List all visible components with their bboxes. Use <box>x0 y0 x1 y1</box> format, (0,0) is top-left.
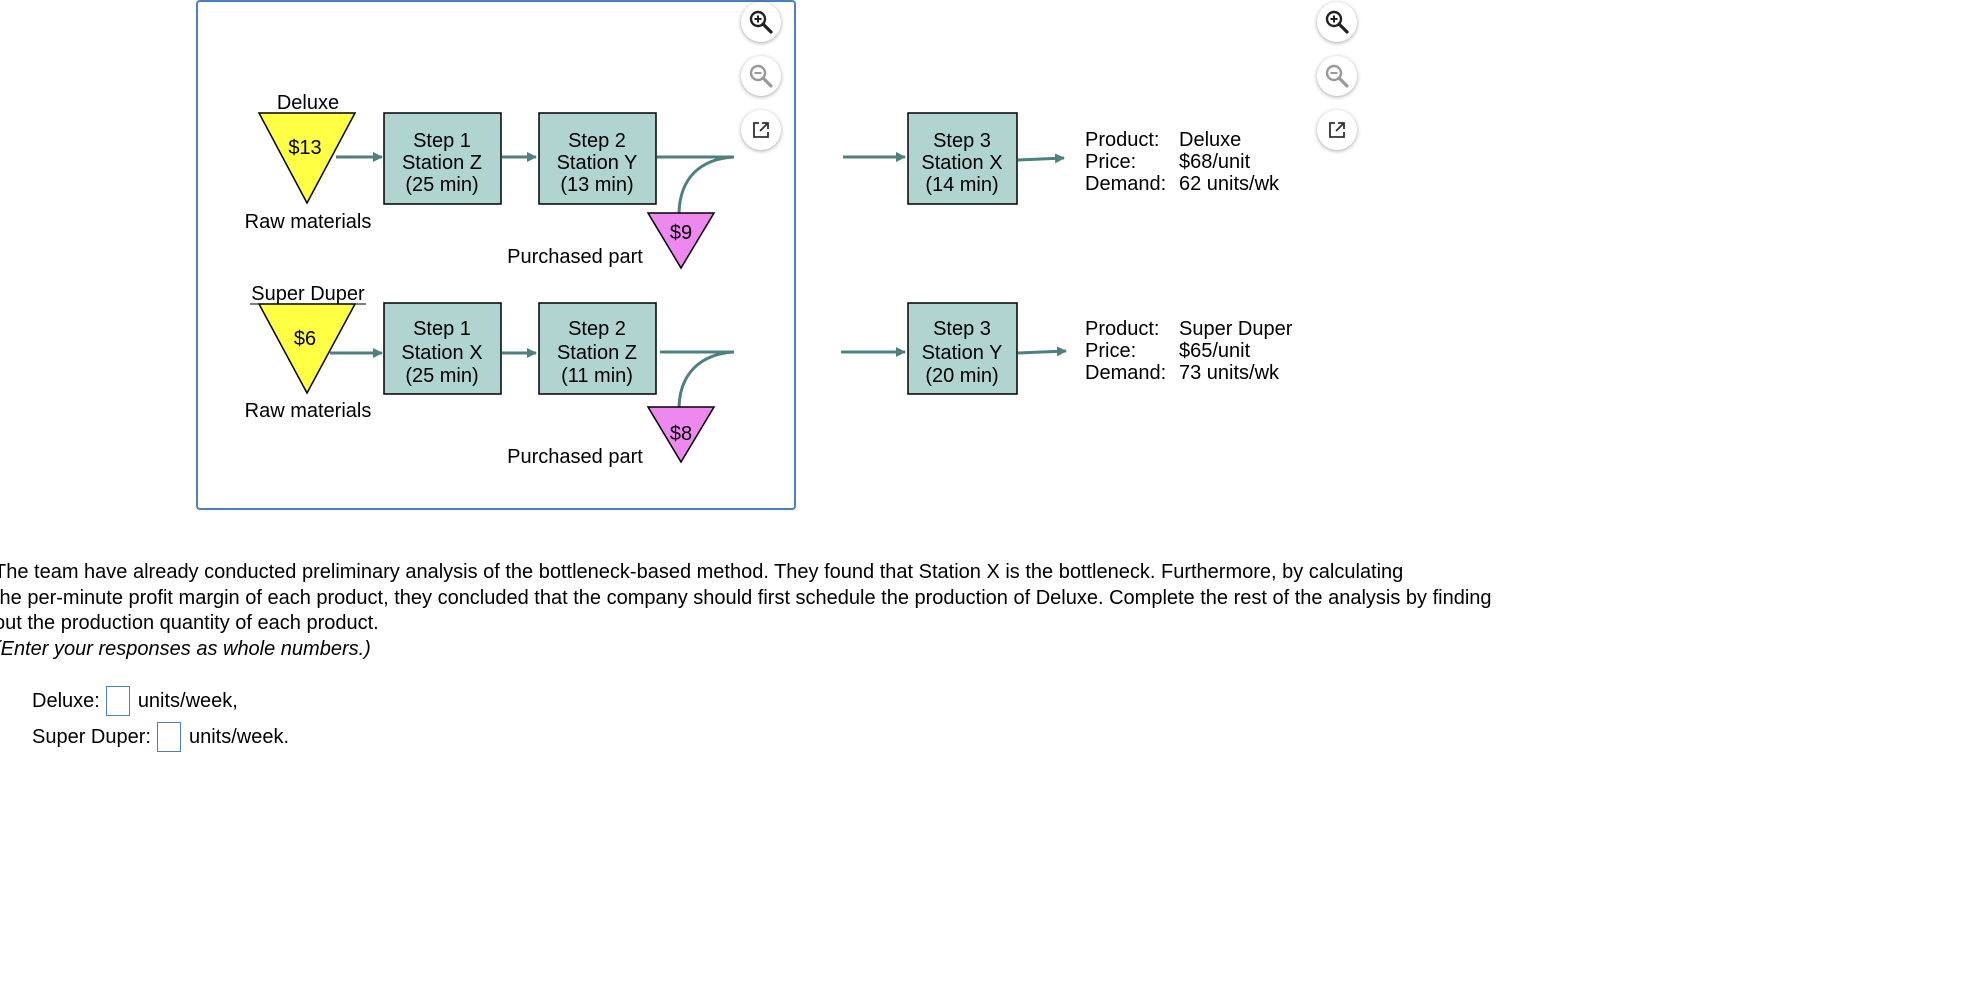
zoom-in-icon <box>1325 10 1349 34</box>
superduper-step2-line2: Station Z <box>557 342 637 364</box>
deluxe-answer-unit: units/week, <box>137 689 238 712</box>
product-label: Product: <box>1085 129 1160 151</box>
deluxe-raw-cost: $13 <box>288 137 321 159</box>
price-value: $65/unit <box>1179 340 1251 362</box>
deluxe-step3-line1: Step 3 <box>933 130 991 152</box>
superduper-step3-line1: Step 3 <box>933 318 991 340</box>
superduper-product-name: Super Duper <box>251 283 365 305</box>
zoom-out-button-2[interactable] <box>1317 56 1357 96</box>
product-label: Product: <box>1085 318 1160 340</box>
superduper-raw-label: Raw materials <box>245 400 372 422</box>
superduper-step3-box <box>907 302 1018 395</box>
deluxe-part-cost: $9 <box>670 222 692 244</box>
superduper-step2-line1: Step 2 <box>568 318 626 340</box>
superduper-answer-label: Super Duper: <box>32 725 151 748</box>
deluxe-answer-label: Deluxe: <box>32 689 100 712</box>
question-line-1: The team have already conducted prelimin… <box>0 561 1404 583</box>
deluxe-step1-line2: Station Z <box>402 152 482 174</box>
deluxe-raw-label: Raw materials <box>245 211 372 233</box>
zoom-out-button[interactable] <box>741 56 781 96</box>
deluxe-answer-input[interactable] <box>105 686 130 716</box>
zoom-out-icon <box>749 64 773 88</box>
zoom-out-icon <box>1325 64 1349 88</box>
deluxe-product-name: Deluxe <box>277 92 339 114</box>
deluxe-step3-line3: (14 min) <box>925 174 998 196</box>
open-external-button-2[interactable] <box>1317 110 1357 150</box>
answer-row-superduper: Super Duper: units/week. <box>32 719 289 755</box>
product-value: Deluxe <box>1179 129 1242 151</box>
answer-section: Deluxe: units/week, Super Duper: units/w… <box>32 683 289 755</box>
deluxe-step3-box <box>907 112 1018 205</box>
open-external-button[interactable] <box>741 110 781 150</box>
superduper-step3-line3: (20 min) <box>925 365 998 387</box>
deluxe-step1-line1: Step 1 <box>413 130 471 152</box>
price-label: Price: <box>1085 340 1137 362</box>
superduper-step2-line3: (11 min) <box>561 365 633 387</box>
deluxe-merge-connector <box>657 155 735 214</box>
deluxe-step2-line1: Step 2 <box>568 130 626 152</box>
question-line-3: out the production quantity of each prod… <box>0 612 379 634</box>
superduper-part-label: Purchased part <box>507 446 643 468</box>
open-external-icon <box>1329 122 1345 138</box>
superduper-step2-box <box>538 302 657 395</box>
superduper-answer-input[interactable] <box>156 722 181 752</box>
deluxe-step2-line2: Station Y <box>557 152 638 174</box>
deluxe-arrow-to-output <box>1017 153 1065 164</box>
superduper-step3-line2: Station Y <box>922 342 1003 364</box>
process-flow-diagram: Deluxe $13 Raw materials Step 1 Station … <box>245 92 1067 468</box>
zoom-in-button[interactable] <box>741 2 781 42</box>
demand-value: 62 units/wk <box>1179 173 1280 195</box>
deluxe-step3-line2: Station X <box>921 152 1002 174</box>
superduper-raw-cost: $6 <box>294 328 316 350</box>
superduper-step1-line2: Station X <box>401 342 482 364</box>
deluxe-raw-material-triangle <box>257 112 357 205</box>
superduper-step1-box <box>383 302 502 395</box>
deluxe-purchased-part-triangle <box>646 212 716 270</box>
zoom-in-button-2[interactable] <box>1317 2 1357 42</box>
price-label: Price: <box>1085 151 1137 173</box>
deluxe-step2-line3: (13 min) <box>560 174 633 196</box>
superduper-raw-material-triangle <box>257 303 357 395</box>
superduper-answer-unit: units/week. <box>188 725 290 748</box>
deluxe-step1-line3: (25 min) <box>405 174 478 196</box>
question-hint: (Enter your responses as whole numbers.) <box>0 637 371 660</box>
demand-value: 73 units/wk <box>1179 362 1280 384</box>
superduper-step1-line3: (25 min) <box>405 365 478 387</box>
superduper-arrow-to-output <box>1017 346 1067 357</box>
open-external-icon <box>753 122 769 138</box>
question-line-2: the per-minute profit margin of each pro… <box>0 586 1492 609</box>
deluxe-part-label: Purchased part <box>507 246 643 268</box>
demand-label: Demand: <box>1085 362 1167 384</box>
superduper-purchased-part-triangle <box>646 406 716 464</box>
deluxe-step1-box <box>383 112 502 205</box>
answer-row-deluxe: Deluxe: units/week, <box>32 683 289 719</box>
figure-frame <box>196 0 796 510</box>
product-value: Super Duper <box>1179 318 1293 340</box>
superduper-part-cost: $8 <box>670 423 692 445</box>
zoom-in-icon <box>749 10 773 34</box>
demand-label: Demand: <box>1085 173 1167 195</box>
deluxe-product-info: Product: Deluxe Price: $68/unit Demand: 62 … <box>1085 129 1279 195</box>
price-value: $68/unit <box>1179 151 1251 173</box>
superduper-product-info: Product: Super Duper Price: $65/unit Deman… <box>1085 318 1292 384</box>
superduper-step1-line1: Step 1 <box>413 318 471 340</box>
deluxe-step2-box <box>538 112 657 205</box>
question-text: The team have already conducted prelimin… <box>0 560 1954 662</box>
superduper-merge-connector <box>660 350 735 408</box>
